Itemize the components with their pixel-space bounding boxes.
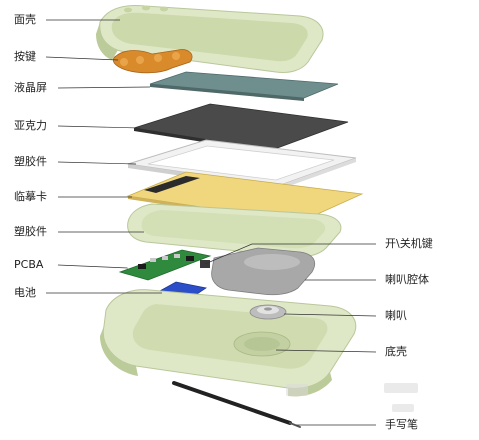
background-smudge [392,404,414,412]
leader-speaker [283,313,377,317]
leader-power-key [204,243,376,265]
leader-plastic-frame-top [57,161,137,165]
stylus-part [172,381,301,428]
leader-keys [45,56,119,61]
background-smudge [286,384,308,396]
leader-pcba [57,264,129,269]
leader-acrylic [57,125,141,129]
bottom-shell-part [100,289,357,397]
label-pcba: PCBA [14,258,44,271]
label-keys: 按键 [14,50,36,63]
label-bottom-shell: 底壳 [385,345,407,358]
leader-lines [45,19,377,426]
label-stylus: 手写笔 [385,418,418,431]
label-power-key: 开\关机键 [385,237,433,250]
label-acrylic: 亚克力 [14,119,47,132]
speaker-part [249,304,287,320]
label-lcd: 液晶屏 [14,81,47,94]
plastic-frame-bottom-part [127,203,342,258]
leader-bottom-shell [275,349,377,353]
leader-lcd [57,86,151,89]
keys-part [112,49,193,74]
background-smudge [384,383,418,393]
label-tracing-card: 临摹卡 [14,190,47,203]
label-plastic-frame-top: 塑胶件 [14,155,47,168]
label-speaker-cavity: 喇叭腔体 [385,273,429,286]
label-plastic-frame-bottom: 塑胶件 [14,225,47,238]
label-face-shell: 面壳 [14,13,36,26]
pcba-part [118,249,212,281]
label-speaker: 喇叭 [385,309,407,322]
label-battery: 电池 [14,286,36,299]
speaker-cavity-part [211,247,316,296]
lcd-part [149,71,339,101]
